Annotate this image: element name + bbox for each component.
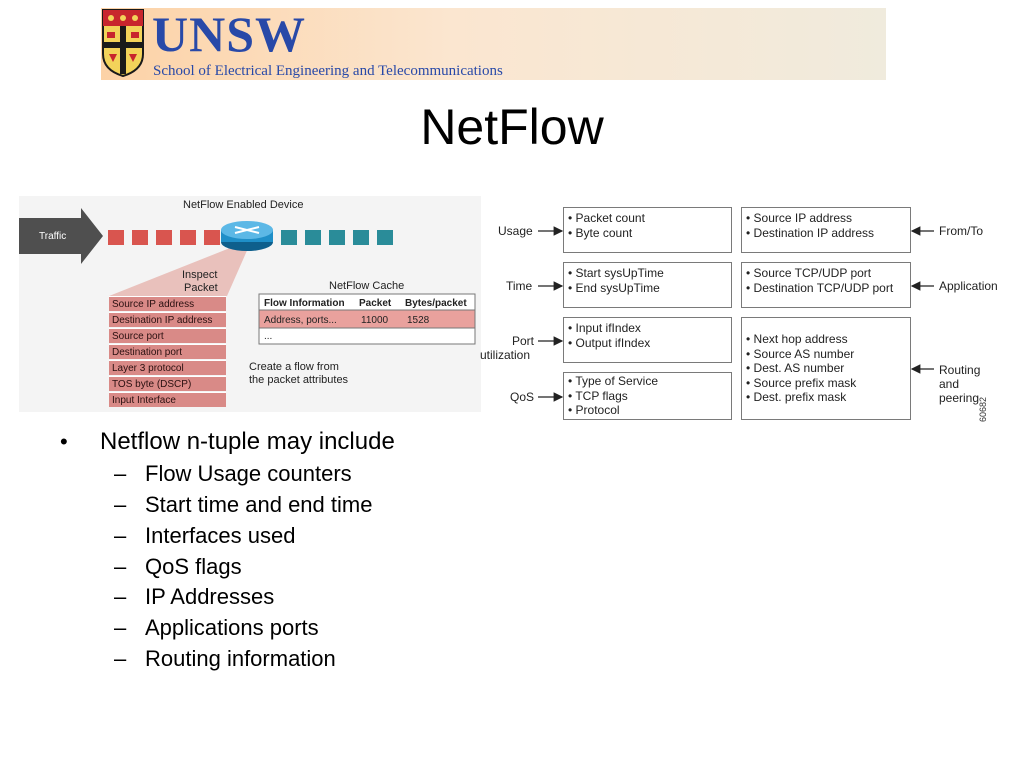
header-banner [101,8,886,80]
label-application: Application [939,279,998,293]
device-label: NetFlow Enabled Device [183,199,304,211]
create-flow-line2: the packet attributes [249,374,349,386]
incoming-packets [108,230,220,245]
application-item: • Destination TCP/UDP port [746,280,894,295]
sub-bullet: Interfaces used [145,523,296,548]
sub-bullet: Routing information [145,646,336,671]
dash-icon: – [114,554,127,579]
figure-id: 60682 [978,396,988,422]
bullet-dot-icon: • [60,429,68,454]
qos-item: • Type of Service [568,374,659,388]
attribute-tos-byte: TOS byte (DSCP) [109,376,226,391]
dash-icon: – [114,584,127,609]
sub-bullet: IP Addresses [145,584,275,609]
bullet-main: Netflow n-tuple may include [100,428,395,455]
attribute-layer3-protocol: Layer 3 protocol [109,360,226,375]
from-to-item: • Source IP address [746,211,853,225]
attribute-destination-ip: Destination IP address [109,312,226,327]
qos-item: • TCP flags [568,388,628,403]
box-routing: • Next hop address • Source AS number • … [741,317,911,420]
label-port-line1: Port [512,334,535,348]
box-time: • Start sysUpTime • End sysUpTime [563,262,732,308]
dash-icon: – [114,523,127,548]
label-usage: Usage [498,224,533,238]
box-usage: • Packet count • Byte count [563,207,732,253]
inspect-beam [109,246,249,296]
dash-icon: – [114,461,127,486]
school-name: School of Electrical Engineering and Tel… [153,63,503,79]
sub-bullet: Start time and end time [145,492,373,517]
routing-item: • Source prefix mask [746,375,857,390]
port-item: • Output ifIndex [568,335,651,350]
unsw-logo-title: UNSW [152,6,307,62]
label-qos: QoS [510,390,535,404]
sub-bullet: Flow Usage counters [145,461,352,486]
routing-item: • Dest. prefix mask [746,390,847,404]
router-icon [221,221,273,251]
label-from-to: From/To [939,224,984,238]
traffic-arrow [19,208,103,264]
cache-cell-bytes: 1528 [407,315,430,326]
label-time: Time [506,279,533,293]
attribute-destination-port: Destination port [109,344,226,359]
time-item: • Start sysUpTime [568,266,664,280]
cache-title: NetFlow Cache [329,280,405,292]
time-item: • End sysUpTime [568,280,660,295]
cache-header-flow-info: Flow Information [264,298,345,309]
routing-item: • Next hop address [746,332,848,346]
usage-item: • Byte count [568,225,633,240]
traffic-label: Traffic [39,231,67,242]
usage-item: • Packet count [568,211,645,225]
cache-cell-address: Address, ports... [264,315,337,326]
netflow-fields-figure: Usage Time Port utilization QoS • Packet… [480,196,1010,451]
dash-icon: – [114,492,127,517]
attribute-source-ip: Source IP address [109,296,226,311]
box-port: • Input ifIndex • Output ifIndex [563,317,732,363]
cache-header-bytes: Bytes/packet [405,298,467,309]
cache-cell-packet: 11000 [361,315,389,326]
field-arrows [538,226,934,402]
sub-bullet: Applications ports [145,615,319,640]
application-item: • Source TCP/UDP port [746,266,872,280]
from-to-item: • Destination IP address [746,225,875,240]
slide-title: NetFlow [420,99,604,155]
dash-icon: – [114,615,127,640]
attribute-input-interface: Input Interface [109,392,226,407]
outgoing-packets [281,230,393,245]
create-flow-line1: Create a flow from [249,361,339,373]
box-from-to: • Source IP address • Destination IP add… [741,207,911,253]
sub-bullet: QoS flags [145,554,242,579]
netflow-device-graphic [19,208,476,345]
box-application: • Source TCP/UDP port • Destination TCP/… [741,262,911,308]
attribute-source-port: Source port [109,328,226,343]
routing-item: • Source AS number [746,346,855,361]
cache-header-packet: Packet [359,298,392,309]
label-routing-line2: and [939,377,960,391]
unsw-crest-logo [102,9,144,78]
dash-icon: – [114,646,127,671]
label-routing-line1: Routing [939,363,981,377]
inspect-label-line1: Inspect [182,269,218,281]
inspect-label-line2: Packet [184,282,218,294]
qos-item: • Protocol [568,403,620,417]
cache-ellipsis: ... [264,331,273,342]
box-qos: • Type of Service • TCP flags • Protocol [563,372,732,420]
netflow-device-figure: NetFlow Enabled Device Traffic Inspect P… [19,196,481,412]
port-item: • Input ifIndex [568,321,641,335]
routing-item: • Dest. AS number [746,361,845,375]
label-port-line2: utilization [480,348,531,362]
label-routing-line3: peering [939,391,980,405]
netflow-cache-table [258,293,476,345]
